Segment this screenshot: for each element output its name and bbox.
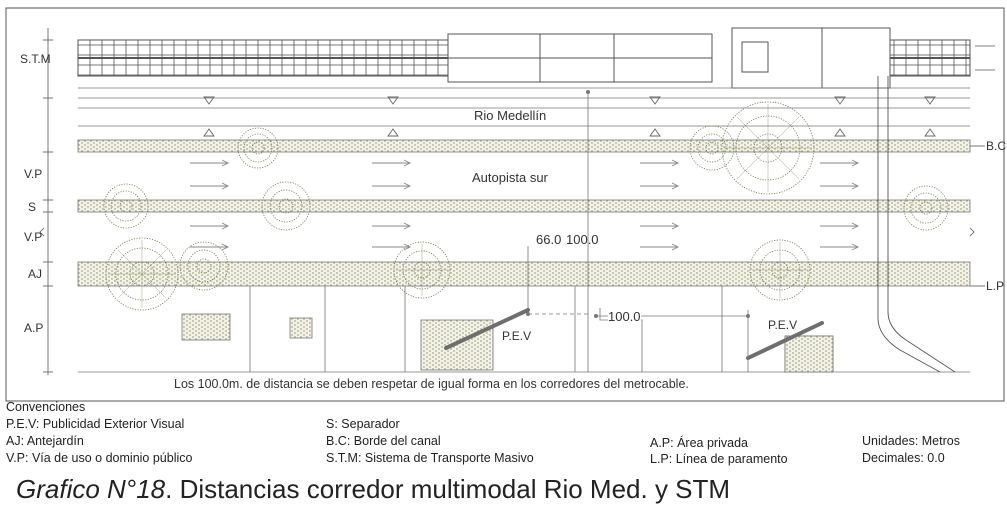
zone-label-aj: AJ	[28, 267, 43, 281]
billboard-2	[746, 321, 824, 360]
legend-ap: A.P: Área privada	[650, 436, 748, 450]
dimension-dots	[526, 90, 750, 318]
zone-label-stm: S.T.M	[20, 52, 51, 66]
legend-decimals: Decimales: 0.0	[862, 451, 945, 465]
tree-rays	[108, 104, 812, 308]
highway-label: Autopista sur	[472, 170, 548, 185]
figure-caption: Grafico N°18. Distancias corredor multim…	[16, 474, 730, 505]
zone-label-bc: B.C	[986, 139, 1007, 153]
billboard-label-1: P.E.V	[502, 329, 532, 343]
drawing-frame	[5, 7, 1005, 402]
left-dimension-ticks	[43, 39, 53, 373]
antejardin-band	[77, 261, 971, 287]
separator-band	[77, 199, 971, 213]
tree-10	[903, 185, 949, 231]
metrocable-note: Los 100.0m. de distancia se deben respet…	[174, 377, 689, 391]
billboard-label-2: P.E.V	[768, 318, 798, 332]
canal-edge-band	[77, 139, 971, 153]
distance-66-label: 66.0	[536, 232, 562, 247]
zone-label-vp-top: V.P	[24, 167, 43, 181]
zone-label-s: S	[28, 200, 37, 214]
tree-2	[103, 183, 149, 229]
distance-100-vertical-label: 100.0	[566, 232, 599, 247]
figure-number: Grafico N°18	[16, 474, 166, 504]
stm-pylon	[877, 76, 956, 373]
legend-units: Unidades: Metros	[862, 434, 960, 448]
figure-title: . Distancias corredor multimodal Rio Med…	[165, 474, 731, 504]
zone-label-vp-bottom: V.P	[24, 230, 43, 244]
legend-vp: V.P: Vía de uso o dominio público	[6, 451, 193, 465]
built-areas	[181, 313, 834, 373]
legend-lp: L.P: Línea de paramento	[650, 452, 788, 466]
legend-title: Convenciones	[6, 400, 86, 414]
traffic-arrows	[190, 159, 860, 251]
corridor-lines	[78, 87, 970, 127]
legend-bc: B.C: Borde del canal	[326, 434, 441, 448]
legend-stm: S.T.M: Sistema de Transporte Masivo	[326, 451, 534, 465]
zone-label-lp: L.P	[986, 279, 1005, 293]
tree-1	[237, 127, 279, 169]
flow-triangles	[203, 96, 936, 137]
billboard-1	[444, 308, 530, 350]
zone-label-ap: A.P	[24, 321, 44, 335]
legend-s: S: Separador	[326, 417, 400, 431]
tree-5	[179, 241, 229, 291]
legend-pev: P.E.V: Publicidad Exterior Visual	[6, 417, 185, 431]
distance-100-horizontal-label: 100.0	[608, 309, 641, 324]
tree-3	[261, 181, 311, 231]
legend-aj: AJ: Antejardín	[6, 434, 84, 448]
river-label: Rio Medellín	[474, 108, 547, 123]
